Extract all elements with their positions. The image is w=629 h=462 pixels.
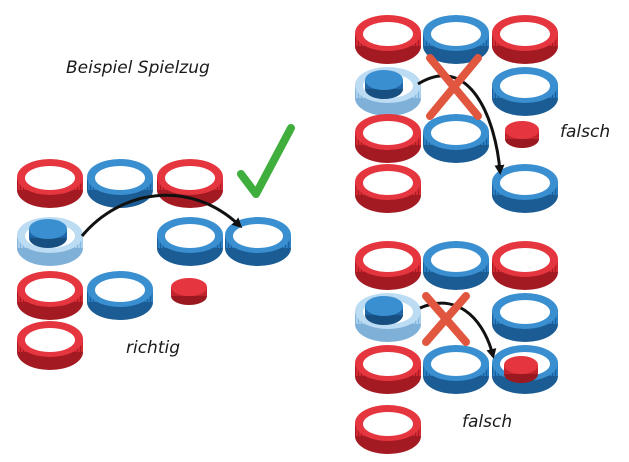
check-icon: [237, 124, 295, 198]
move-arrow: [417, 74, 505, 175]
blue-piece: [29, 219, 67, 248]
ring-blue: [87, 159, 153, 208]
ring-blue: [423, 114, 489, 163]
ring-blue: [492, 67, 558, 116]
cross-icon: [426, 54, 482, 120]
ring-blue: [492, 293, 558, 342]
move-arrow: [80, 193, 243, 237]
ring-red: [157, 159, 223, 208]
ring-red: [355, 114, 421, 163]
ring-red: [355, 345, 421, 394]
red-piece: [504, 356, 538, 383]
ring-blue: [87, 271, 153, 320]
blue-piece: [365, 296, 403, 325]
red-piece: [171, 278, 207, 305]
ring-red: [492, 241, 558, 290]
cross-icon: [422, 292, 470, 346]
example-wrong-bottom: [355, 241, 558, 454]
ring-red: [17, 321, 83, 370]
ring-blue-target: [225, 217, 291, 266]
ring-red: [355, 241, 421, 290]
ring-red: [355, 405, 421, 454]
wrong-label-bottom: falsch: [462, 412, 513, 432]
ring-blue-target: [492, 164, 558, 213]
example-wrong-top: [355, 15, 558, 213]
ring-red: [492, 15, 558, 64]
ring-blue: [423, 345, 489, 394]
ring-blue: [423, 241, 489, 290]
ring-red: [17, 159, 83, 208]
red-piece: [505, 121, 539, 148]
title-label: Beispiel Spielzug: [66, 58, 210, 78]
wrong-label-top: falsch: [560, 122, 611, 142]
ring-red: [17, 271, 83, 320]
ring-red: [355, 164, 421, 213]
example-correct: [17, 124, 295, 370]
blue-piece: [365, 70, 403, 99]
ring-blue: [157, 217, 223, 266]
ring-red: [355, 15, 421, 64]
ring-blue: [423, 15, 489, 64]
correct-label: richtig: [126, 338, 181, 358]
